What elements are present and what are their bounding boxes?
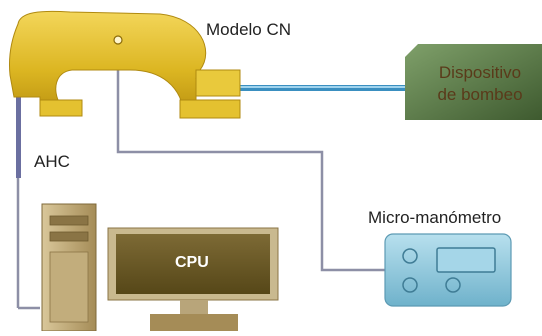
tube-highlight [240, 86, 408, 88]
label-modelo-cn: Modelo CN [206, 20, 292, 39]
modelo-cn-shape [9, 10, 241, 119]
cpu-monitor [107, 227, 279, 331]
pump-label-line1: Dispositivo [438, 63, 522, 82]
pump-device [405, 44, 542, 120]
label-cpu: CPU [175, 254, 209, 271]
wire-to-manometer [116, 40, 385, 272]
cpu-tower [41, 203, 97, 332]
pump-label-line2: de bombeo [437, 85, 523, 104]
pump-label: Dispositivo de bombeo [418, 62, 542, 106]
label-ahc: AHC [34, 152, 70, 171]
micromanometer-device [384, 233, 512, 307]
ahc-cable [16, 92, 21, 178]
label-micromanometro: Micro-manómetro [368, 208, 502, 227]
